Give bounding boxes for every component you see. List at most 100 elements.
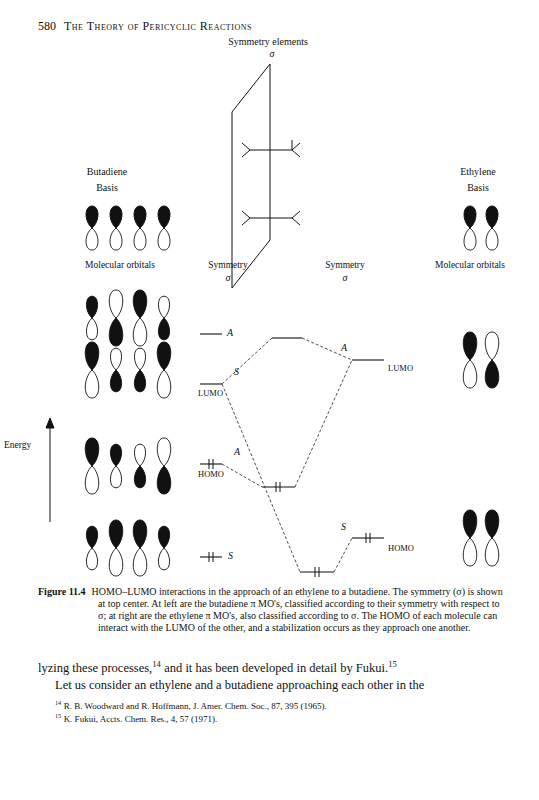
figure-label: LUMO [388,364,413,374]
figure-label: HOMO [388,544,414,554]
orbital-lobe [133,318,147,346]
orbital-lobe [86,548,97,570]
orbital-lobe [158,228,170,250]
orbital-lobe [109,520,123,548]
orbital-lobe [157,438,171,466]
ethylene-skeleton [242,140,300,157]
level-pi [352,537,384,538]
figure-label: Butadiene [87,166,128,178]
level-psi4 [200,333,222,334]
orbital-lobe [464,228,476,250]
figure-number: Figure 11.4 [38,586,86,597]
figure-label: The Theory of Pericyclic Reactions [64,20,252,34]
orbital-lobe [463,510,477,538]
orbital-lobe [110,444,121,466]
plane-outline [232,64,270,288]
figure-label: Symmetry elements [228,36,308,48]
orbital-lobe [158,296,169,318]
figure-label: A [234,446,240,458]
orbital-lobe [158,318,169,340]
figure-label: Basis [96,182,118,194]
orbital-lobe [86,228,98,250]
figure-caption: Figure 11.4HOMO–LUMO interactions in the… [38,586,508,634]
body-text: Let us consider an ethylene and a butadi… [55,678,424,693]
level-combination [300,571,334,572]
orbital-lobe [463,538,477,566]
energy-arrow [46,418,54,522]
orbital-lobe [463,360,477,388]
figure-label: Molecular orbitals [85,260,155,271]
orbital-lobe [485,332,499,360]
orbital-lobe [485,510,499,538]
text-run: R. B. Woodward and R. Hoffmann, J. Amer.… [64,701,327,711]
figure-label: 580 [38,20,56,34]
orbital-lobe [464,206,476,228]
orbital-lobe [157,370,171,398]
level-combination [262,486,295,487]
figure-label: σ [270,48,275,60]
footnote: 14R. B. Woodward and R. Hoffmann, J. Ame… [55,701,327,712]
figure-label: S [341,521,346,533]
level-pi-star [352,359,384,360]
orbital-lobe [109,290,123,318]
orbital-lobe [85,466,99,494]
orbital-lobe [486,206,498,228]
orbital-lobe [110,228,122,250]
orbital-lobe [463,332,477,360]
orbital-lobe [158,548,169,570]
orbital-lobe [134,206,146,228]
orbital-lobe [134,370,145,392]
orbital-lobe [134,348,145,370]
figure-label: σ [226,272,231,284]
footnote-number: 15 [388,659,397,669]
figure-label: A [227,327,233,339]
orbital-lobe [86,296,97,318]
figure-label: LUMO [198,389,223,399]
orbital-lobe [134,444,145,466]
text-run: K. Fukui, Accts. Chem. Res., 4, 57 (1971… [64,714,218,724]
figure-label: σ [343,272,348,284]
orbital-lobe [85,438,99,466]
orbital-lobe [110,206,122,228]
footnote-number: 14 [152,659,161,669]
orbital-lobe [157,342,171,370]
figure-label: Molecular orbitals [435,260,505,271]
orbital-lobe [110,348,121,370]
body-text: lyzing these processes,14and it has been… [38,661,397,676]
electron-pairs [209,459,370,577]
orbital-lobe [133,548,147,576]
energy-levels [200,334,384,572]
level-psi3 [200,383,222,384]
orbital-lobe [85,370,99,398]
footnote: 15K. Fukui, Accts. Chem. Res., 4, 57 (19… [55,714,217,725]
orbital-lobe [109,548,123,576]
figure-label: Energy [4,440,31,451]
butadiene-skeleton [242,211,300,225]
text-run: lyzing these processes, [38,661,152,675]
figure-label: S [228,550,233,562]
figure-label: A [341,342,347,354]
orbital-lobe [86,318,97,340]
figure-label: Ethylene [460,166,496,178]
footnote-number: 15 [55,713,61,719]
orbital-lobe [134,228,146,250]
orbital-lobe [486,228,498,250]
figure-label: Symmetry [325,260,365,271]
orbital-lobe [157,466,171,494]
level-psi1 [200,556,222,557]
figure-label: S [234,366,239,378]
orbital-lobe [485,538,499,566]
figure-label: HOMO [198,470,224,480]
orbital-lobe [85,342,99,370]
orbital-lobe [158,206,170,228]
orbital-lobe [110,466,121,488]
orbital-lobe [158,526,169,548]
orbital-lobe [110,370,121,392]
figure-label: Symmetry [208,260,248,271]
orbital-lobe [133,520,147,548]
orbital-lobe [86,526,97,548]
level-psi2 [200,463,222,464]
orbital-lobe [133,290,147,318]
orbital-lobe [109,318,123,346]
